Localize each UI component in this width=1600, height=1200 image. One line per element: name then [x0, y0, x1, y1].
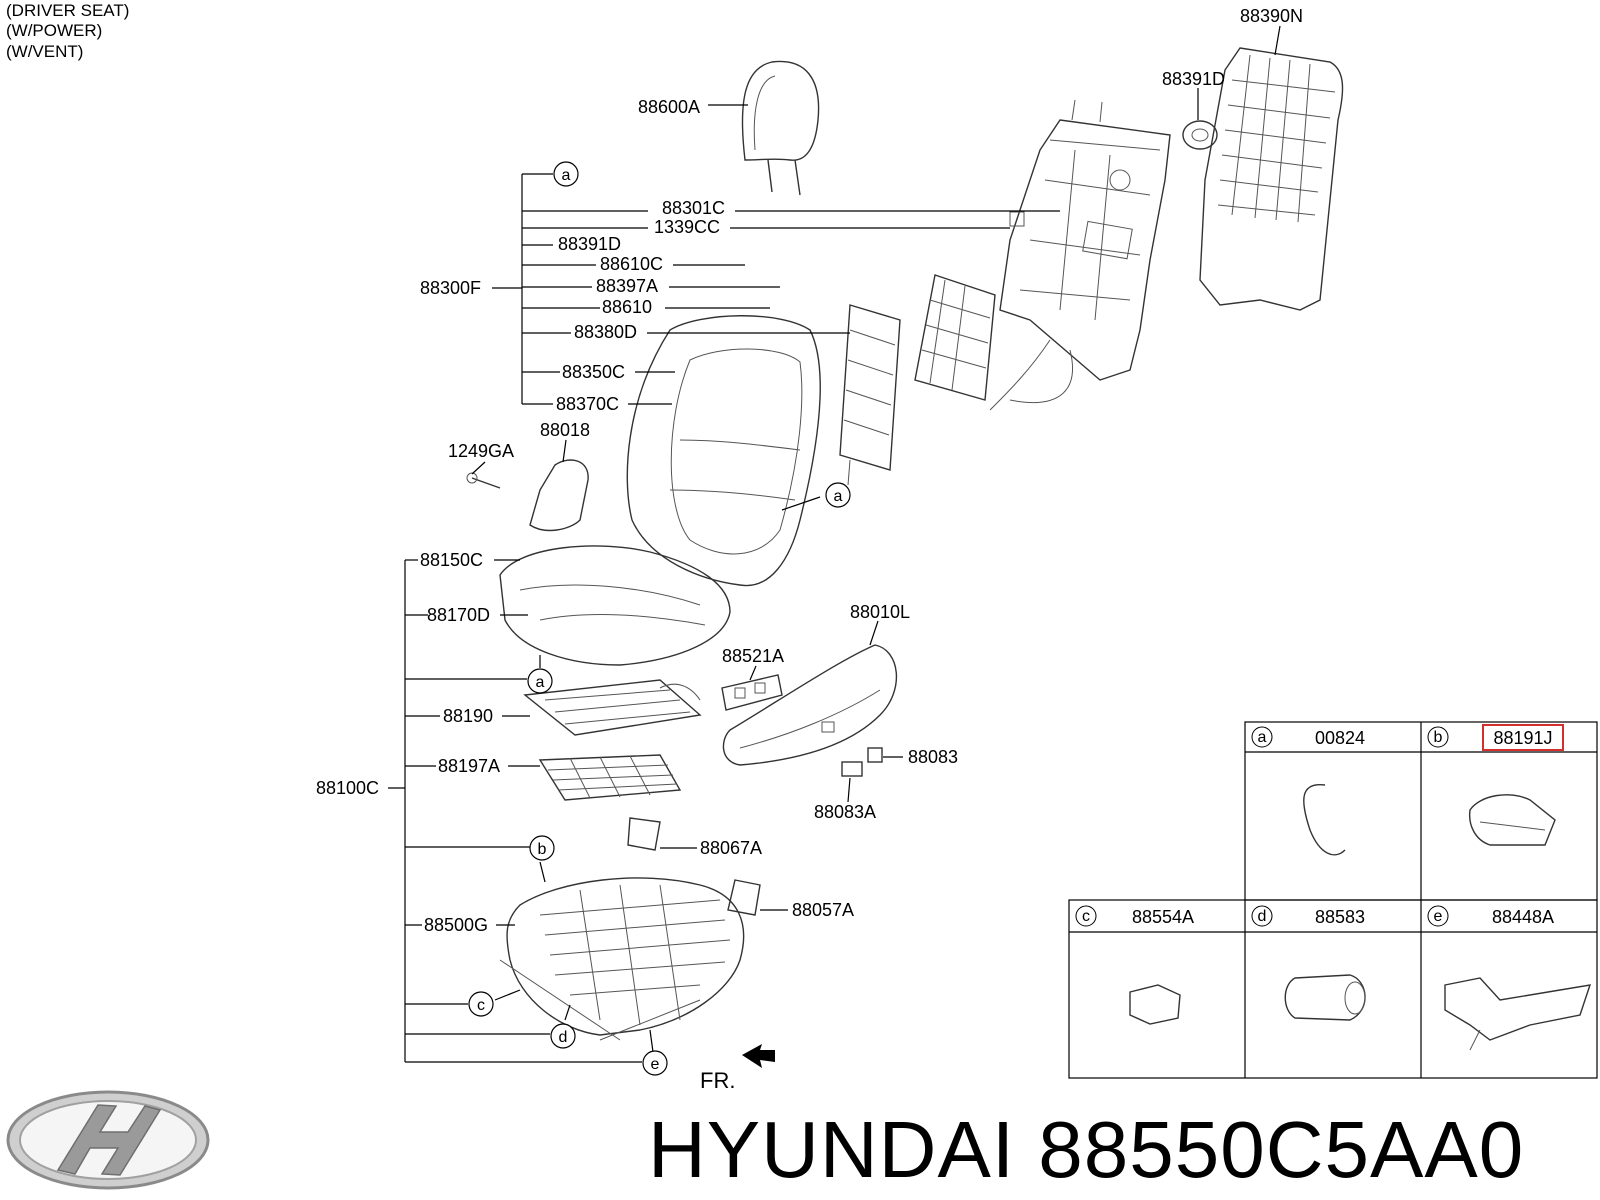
vent-mesh-drawing [538, 754, 682, 801]
callout-88301C: 88301C [662, 198, 725, 218]
ref-b: b [529, 835, 555, 861]
bracket-drawing [627, 817, 761, 916]
ref-e: e [642, 1050, 668, 1076]
note-driver-seat: (DRIVER SEAT) [6, 1, 130, 20]
parts-table: a 00824 b 88191J c 88554A d 88583 [1068, 721, 1598, 1079]
svg-text:e: e [1434, 908, 1443, 925]
callout-88067A: 88067A [700, 838, 762, 858]
fr-label: FR. [700, 1068, 735, 1093]
callout-88397A: 88397A [596, 276, 658, 296]
side-bracket-drawing [466, 459, 589, 532]
note-with-vent: (W/VENT) [6, 42, 84, 61]
ref-c: c [468, 991, 494, 1017]
callout-88100C: 88100C [316, 778, 379, 798]
callout-88370C: 88370C [556, 394, 619, 414]
table-part-88448A: 88448A [1492, 907, 1554, 927]
brand-part-number: HYUNDAI 88550C5AA0 [648, 1105, 1525, 1194]
callout-88010L: 88010L [850, 602, 910, 622]
seat-back-cover-drawing [626, 315, 821, 587]
switch-assembly-drawing [721, 674, 783, 711]
callout-88390N: 88390N [1240, 6, 1303, 26]
lumbar-support-drawing [914, 274, 996, 401]
motor-drawing [1284, 974, 1366, 1021]
table-part-88191J: 88191J [1493, 728, 1552, 748]
callout-88500G: 88500G [424, 915, 488, 935]
callout-88610C: 88610C [600, 254, 663, 274]
callout-88350C: 88350C [562, 362, 625, 382]
cushion-cover-drawing [499, 545, 731, 666]
callout-88391D-top: 88391D [1162, 69, 1225, 89]
table-cell-a: a 00824 [1251, 726, 1365, 856]
clip-wire-drawing [1303, 784, 1346, 856]
leader-lines [388, 25, 1281, 1063]
svg-text:a: a [562, 167, 571, 184]
table-cell-c: c 88554A [1075, 905, 1194, 1025]
svg-text:d: d [1258, 908, 1267, 925]
callout-1249GA: 1249GA [448, 441, 514, 461]
svg-text:b: b [538, 841, 547, 858]
callout-88600A: 88600A [638, 97, 700, 117]
svg-text:c: c [1082, 908, 1090, 925]
table-cell-e: e 88448A [1427, 905, 1592, 1051]
front-direction-arrow [742, 1044, 775, 1068]
svg-text:a: a [834, 488, 843, 505]
table-part-00824: 00824 [1315, 728, 1365, 748]
callout-88300F: 88300F [420, 278, 481, 298]
pump-frame-drawing [839, 304, 901, 486]
callout-88190: 88190 [443, 706, 493, 726]
table-part-88583: 88583 [1315, 907, 1365, 927]
svg-text:c: c [477, 997, 485, 1014]
svg-text:d: d [559, 1029, 568, 1046]
svg-text:b: b [1434, 729, 1443, 746]
callout-88083: 88083 [908, 747, 958, 767]
callout-88391D: 88391D [558, 234, 621, 254]
callout-88380D: 88380D [574, 322, 637, 342]
callout-88150C: 88150C [420, 550, 483, 570]
table-cell-d: d 88583 [1251, 905, 1366, 1021]
ref-a-top: a [553, 161, 579, 187]
ref-d: d [550, 1023, 576, 1049]
back-panel-drawing [1199, 47, 1344, 311]
hyundai-logo [6, 1090, 210, 1190]
ref-a-back: a [825, 482, 851, 508]
callout-1339CC: 1339CC [654, 217, 720, 237]
heater-pad-drawing [523, 679, 702, 736]
svg-text:e: e [651, 1056, 660, 1073]
svg-text:a: a [536, 674, 545, 691]
callout-labels: 88390N 88391D 88600A 88301C 1339CC 88391… [316, 6, 1303, 1093]
callout-88170D: 88170D [427, 605, 490, 625]
module-drawing [1468, 794, 1556, 846]
svg-text:a: a [1258, 729, 1267, 746]
highlight-box [1482, 724, 1564, 751]
ref-a-cushion: a [527, 668, 553, 694]
callout-88197A: 88197A [438, 756, 500, 776]
table-cell-b: b 88191J [1427, 724, 1564, 846]
callout-88057A: 88057A [792, 900, 854, 920]
knob-drawing [841, 747, 883, 777]
connector-drawing [1129, 984, 1181, 1025]
callout-88610: 88610 [602, 297, 652, 317]
headrest-drawing [741, 60, 820, 196]
circled-references: a a a b c d e [468, 161, 851, 1076]
seat-track-drawing [499, 877, 745, 1041]
cover-cap-drawing [1182, 120, 1218, 150]
note-with-power: (W/POWER) [6, 21, 103, 40]
actuator-drawing [1444, 977, 1592, 1041]
seat-back-frame-drawing [989, 99, 1171, 411]
table-part-88554A: 88554A [1132, 907, 1194, 927]
side-shield-drawing [722, 644, 898, 766]
callout-88521A: 88521A [722, 646, 784, 666]
callout-88018: 88018 [540, 420, 590, 440]
callout-88083A: 88083A [814, 802, 876, 822]
